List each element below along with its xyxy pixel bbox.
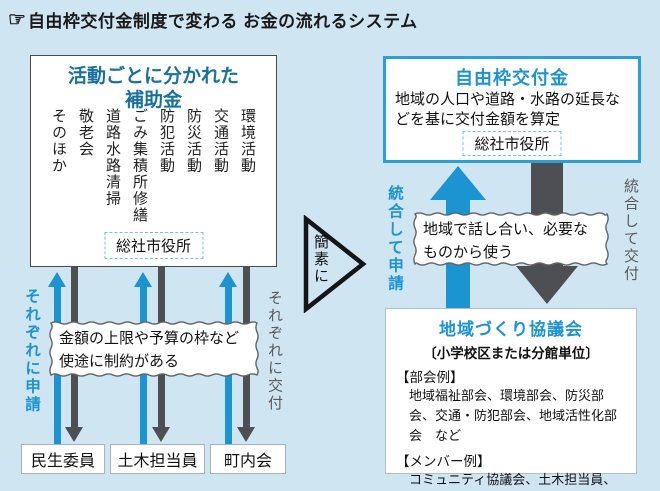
activity-item: ごみ集積所修繕: [131, 108, 147, 224]
integrated-apply-arrow-up-icon: [430, 166, 486, 200]
new-usage-note: 地域で話し合い、必要なものから使う: [412, 211, 610, 267]
activity-item: 防災活動: [185, 108, 201, 174]
pointing-hand-icon: ☞: [8, 8, 26, 31]
old-restriction-text: 金額の上限や予算の枠など使途に制約がある: [59, 331, 240, 371]
recipient-box-minsei: 民生委員: [21, 444, 105, 474]
council-section-label: 【部会例】: [396, 370, 464, 385]
grant-arrow-down-icon: [237, 427, 255, 442]
city-office-tag-new: 総社市役所: [462, 131, 562, 156]
activity-item: 環境活動: [239, 108, 255, 174]
new-apply-label: 統合して申請: [386, 185, 403, 293]
council-box: 地域づくり協議会 〔小学校区または分館単位〕 【部会例】 地域福祉部会、環境部会…: [385, 308, 637, 487]
wavy-border: [413, 212, 609, 266]
diagram-title-text: 自由枠交付金制度で変わる お金の流れるシステム: [27, 12, 418, 31]
apply-arrow-up-icon: [134, 272, 152, 287]
new-grant-header: 自由枠交付金: [455, 68, 569, 88]
transition-label: 簡素に: [312, 234, 328, 285]
activity-list: 環境活動 交通活動 防災活動 防犯活動 ごみ集積所修繕 道路水路清掃 敬老会 そ…: [47, 108, 264, 246]
city-office-tag-old: 総社市役所: [103, 232, 204, 259]
new-grant-label: 統合して交付: [622, 178, 638, 283]
apply-arrow-up-icon: [219, 272, 237, 287]
activity-item: 敬老会: [77, 108, 93, 158]
activity-item: そのほか: [50, 108, 66, 174]
integrated-grant-arrow-down-icon: [516, 266, 578, 304]
council-section-label: 【メンバー例】: [396, 454, 491, 470]
council-section-body: 地域福祉部会、環境部会、防災部会、交通・防犯部会、地域活性化部会 など: [409, 388, 618, 444]
activity-item: 防犯活動: [158, 108, 174, 174]
activity-item: 道路水路清掃: [104, 108, 120, 207]
new-grant-description: 地域の人口や道路・水路の延長などを基に交付金額を算定: [395, 92, 621, 128]
grant-arrow-down-icon: [65, 427, 83, 442]
recipient-box-doboku: 土木担当員: [110, 444, 205, 474]
old-subsidy-box: 活動ごとに分かれた補助金 環境活動 交通活動 防災活動 防犯活動 ごみ集積所修繕…: [30, 55, 277, 267]
wavy-border: [49, 321, 259, 377]
old-restriction-note: 金額の上限や予算の枠など使途に制約がある: [48, 320, 260, 378]
old-apply-label: それぞれに申請: [23, 288, 40, 414]
apply-arrow-up-icon: [48, 272, 66, 287]
council-subheader: 〔小学校区または分館単位〕: [423, 346, 599, 361]
recipient-box-chonaikai: 町内会: [210, 444, 286, 474]
old-subsidy-header: 活動ごとに分かれた補助金: [67, 66, 239, 111]
activity-item: 交通活動: [212, 108, 228, 174]
diagram-title: ☞ 自由枠交付金制度で変わる お金の流れるシステム: [8, 7, 418, 32]
new-usage-text: 地域で話し合い、必要なものから使う: [423, 222, 589, 262]
old-grant-label: それぞれに交付: [266, 290, 282, 413]
transition-triangle-icon: [303, 215, 367, 313]
council-section-body: コミュニティ協議会、土木担当員、民生委員、消防団、婦人会、町内会 など: [409, 472, 617, 488]
new-grant-box: 自由枠交付金 地域の人口や道路・水路の延長などを基に交付金額を算定 総社市役所: [383, 56, 641, 163]
grant-arrow-down-icon: [152, 427, 170, 442]
council-header: 地域づくり協議会: [439, 320, 583, 339]
